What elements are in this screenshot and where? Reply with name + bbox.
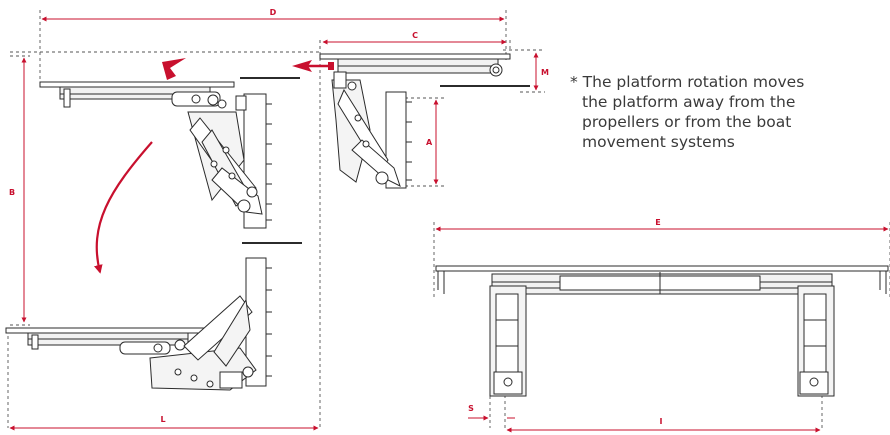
platform-lowered-view: [5, 242, 302, 391]
rotation-down-arrow: [93, 141, 153, 274]
dimension-d-label: D: [270, 8, 277, 17]
dimension-i-label: I: [660, 417, 663, 426]
dimension-c-label: C: [412, 31, 418, 40]
push-arrow-right: [292, 60, 312, 72]
rotation-arrows: [93, 58, 334, 274]
dimension-lines: [9, 16, 889, 433]
platform-raised-view: [39, 77, 300, 229]
dimension-labels: D C M A B L E S I: [9, 8, 663, 426]
note-line-2: the platform away from the: [582, 93, 796, 111]
dimension-l-label: L: [160, 415, 165, 424]
note-line-4: movement systems: [582, 133, 735, 151]
rotation-note: * The platform rotation moves the platfo…: [570, 72, 890, 152]
dimension-e-label: E: [655, 218, 660, 227]
dimension-a-label: A: [426, 138, 433, 147]
dimension-s-label: S: [468, 404, 474, 413]
note-line-3: propellers or from the boat: [582, 113, 792, 131]
dimension-m-label: M: [541, 68, 549, 77]
push-arrow-top: [162, 58, 186, 80]
note-line-1: * The platform rotation moves: [570, 73, 805, 91]
dimension-b-label: B: [9, 188, 15, 197]
platform-front-view: [435, 265, 889, 397]
platform-folded-view: [319, 53, 530, 189]
guide-lines: [7, 10, 890, 428]
